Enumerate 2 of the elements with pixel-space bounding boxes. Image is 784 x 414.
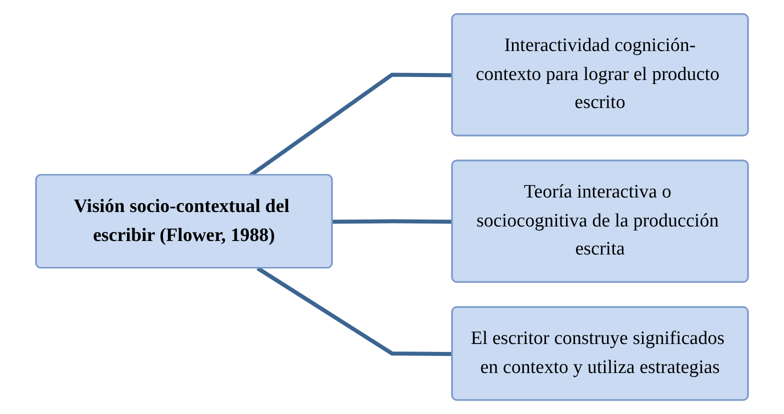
connector — [332, 219, 453, 224]
connector — [256, 266, 453, 356]
